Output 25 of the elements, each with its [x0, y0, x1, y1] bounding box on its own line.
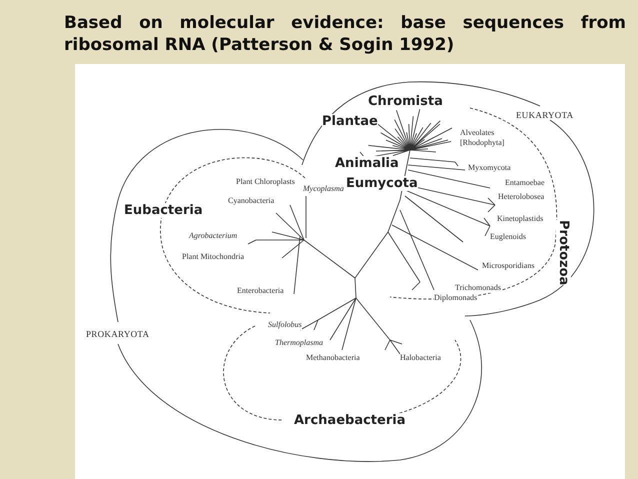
group-label: Eubacteria	[124, 203, 203, 218]
taxon-label: Agrobacterium	[189, 231, 238, 241]
taxon-label: Kinetoplastids	[497, 214, 544, 224]
taxon-label: Sulfolobus	[268, 320, 302, 330]
taxon-label: Plant Chloroplasts	[236, 177, 295, 187]
taxon-label: Trichomonads	[455, 283, 501, 293]
taxon-label: Cyanobacteria	[228, 196, 274, 206]
taxon-label: Microsporidians	[482, 261, 534, 271]
taxon-label: Myxomycota	[468, 163, 511, 173]
domain-label: EUKARYOTA	[516, 110, 574, 120]
taxon-label: Diplomonads	[434, 293, 478, 303]
slide-title: Based on molecular evidence: base sequences from ribosomal RNA (Patterson & Sogin 1992)	[64, 12, 626, 56]
taxon-label: Methanobacteria	[306, 353, 360, 363]
taxon-label: Plant Mitochondria	[182, 252, 244, 262]
taxon-label: Enterobacteria	[237, 286, 284, 296]
group-label: Plantae	[322, 114, 378, 129]
taxon-label: Thermoplasma	[275, 338, 324, 348]
taxon-label: Entamoebae	[505, 178, 545, 188]
group-label: Eumycota	[346, 176, 418, 191]
group-label: Protozoa	[556, 220, 571, 286]
taxon-label: Euglenoids	[490, 232, 526, 242]
taxon-label: Mycoplasma	[303, 184, 344, 194]
taxon-label: Heterolobosea	[498, 192, 544, 202]
domain-label: PROKARYOTA	[86, 329, 150, 339]
taxon-label: Halobacteria	[400, 353, 441, 363]
